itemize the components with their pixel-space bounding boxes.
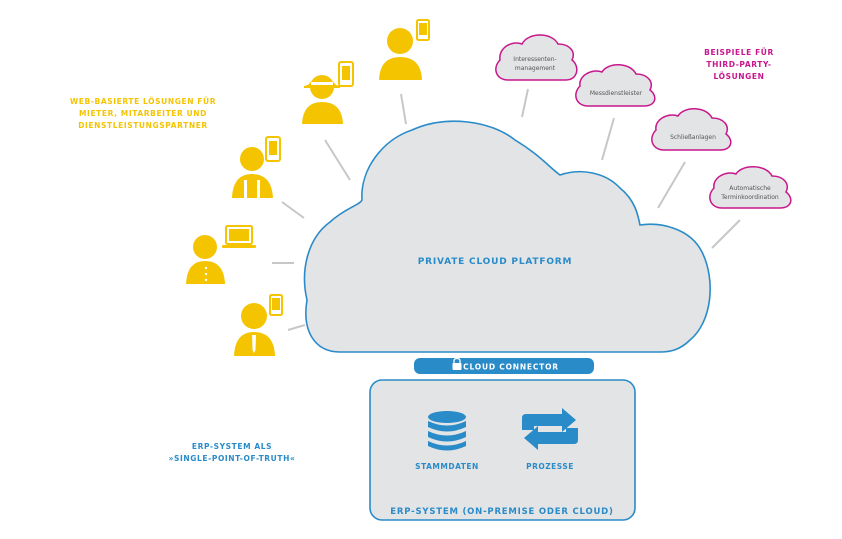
cloud-connector-label: CLOUD CONNECTOR [463, 363, 559, 372]
web-solutions-caption: WEB-BASIERTE LÖSUNGEN FÜR MIETER, MITARB… [70, 97, 216, 130]
cloud-label: PRIVATE CLOUD PLATFORM [418, 257, 573, 267]
prozesse-label: PROZESSE [526, 462, 574, 471]
third-party-label-4a: Automatische [729, 185, 771, 192]
stammdaten-label: STAMMDATEN [415, 462, 479, 471]
person-laptop-icon [186, 225, 256, 284]
private-cloud [303, 120, 711, 353]
third-party-caption-3: LÖSUNGEN [713, 72, 764, 81]
third-party-label-2: Messdienstleister [590, 90, 643, 97]
person-partner-phone-icon [234, 294, 283, 356]
erp-system-box [369, 379, 636, 521]
third-party-cloud-schliessanlagen: Schließanlagen [651, 108, 732, 151]
person-tenant-phone-icon [379, 19, 430, 80]
third-party-connectors [521, 88, 741, 249]
third-party-caption-1: BEISPIELE FÜR [704, 48, 774, 57]
person-worker-phone-icon [302, 61, 354, 124]
third-party-cloud-terminkoordination: Automatische Terminkoordination [709, 166, 792, 209]
third-party-label-3: Schließanlagen [670, 134, 716, 141]
erp-system-title: ERP-SYSTEM (ON-PREMISE ODER CLOUD) [390, 507, 613, 517]
third-party-label-4b: Terminkoordination [720, 194, 779, 201]
erp-caption: ERP-SYSTEM ALS »SINGLE-POINT-OF-TRUTH« [169, 442, 296, 463]
web-solutions-caption-2: MIETER, MITARBEITER UND [79, 109, 207, 118]
erp-caption-2: »SINGLE-POINT-OF-TRUTH« [169, 454, 296, 463]
refresh-icon [522, 408, 578, 450]
web-solutions-caption-1: WEB-BASIERTE LÖSUNGEN FÜR [70, 97, 216, 106]
erp-caption-1: ERP-SYSTEM ALS [192, 442, 272, 451]
lock-icon [452, 357, 462, 370]
cloud-connector-bar: CLOUD CONNECTOR [414, 357, 594, 374]
person-staff-phone-icon [232, 136, 281, 198]
people-connectors [272, 93, 407, 331]
third-party-caption: BEISPIELE FÜR THIRD-PARTY- LÖSUNGEN [704, 48, 774, 81]
third-party-caption-2: THIRD-PARTY- [706, 60, 771, 69]
web-solutions-caption-3: DIENSTLEISTUNGSPARTNER [78, 121, 208, 130]
third-party-cloud-interessentenmanagement: Interessenten- management [495, 34, 578, 81]
third-party-label-1a: Interessenten- [513, 56, 556, 63]
third-party-cloud-messdienstleister: Messdienstleister [575, 64, 656, 107]
database-icon [428, 411, 466, 451]
third-party-label-1b: management [515, 65, 556, 72]
